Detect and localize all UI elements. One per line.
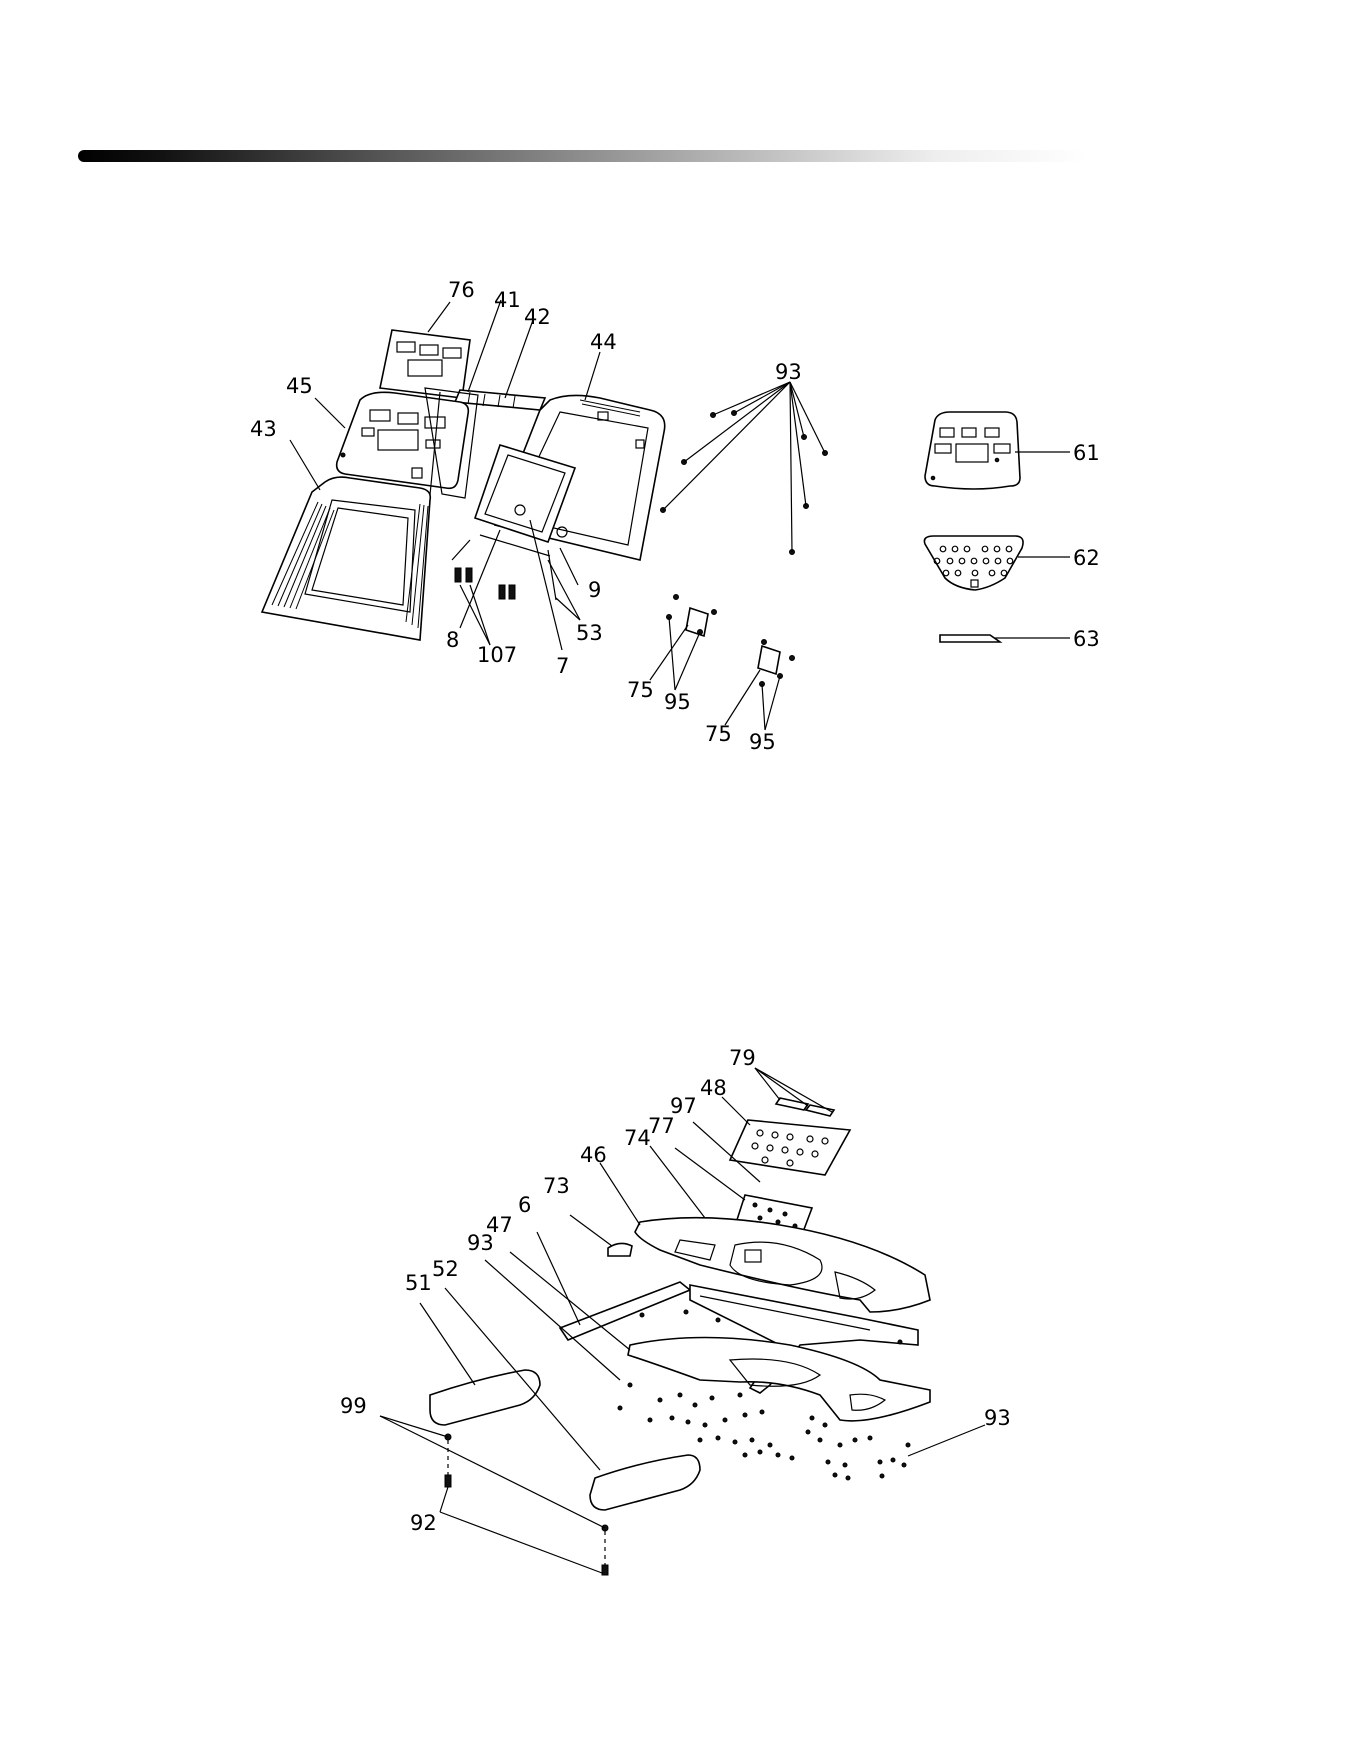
part-79-strips <box>776 1098 834 1116</box>
callout-95-b: 95 <box>749 730 776 754</box>
part-107-screws <box>455 568 515 599</box>
callout-7: 7 <box>556 654 569 678</box>
part-47-lower-shell <box>628 1338 930 1421</box>
callout-107: 107 <box>477 643 517 667</box>
part-99-92-fasteners <box>445 1434 608 1575</box>
callout-63: 63 <box>1073 627 1100 651</box>
callout-93-upper: 93 <box>775 360 802 384</box>
part-61-overlay <box>925 412 1070 489</box>
callout-76: 76 <box>448 278 475 302</box>
part-63-strip <box>940 635 1070 642</box>
callout-79: 79 <box>729 1046 756 1070</box>
callout-52: 52 <box>432 1257 459 1281</box>
part-7-inner-frame <box>452 445 575 560</box>
callout-46: 46 <box>580 1143 607 1167</box>
callout-74: 74 <box>624 1126 651 1150</box>
callout-51: 51 <box>405 1271 432 1295</box>
console-lower-assembly <box>380 1068 985 1575</box>
part-41-42-bracket <box>455 390 545 410</box>
part-48-panel <box>730 1120 850 1175</box>
console-upper-assembly <box>262 300 828 730</box>
callout-93-left: 93 <box>467 1231 494 1255</box>
right-side-parts <box>924 412 1070 642</box>
part-45-console-overlay <box>337 392 469 488</box>
callout-95-a: 95 <box>664 690 691 714</box>
callout-42: 42 <box>524 305 551 329</box>
part-53-rod <box>548 550 556 600</box>
callout-8: 8 <box>446 628 459 652</box>
callout-92: 92 <box>410 1511 437 1535</box>
callout-61: 61 <box>1073 441 1100 465</box>
callout-44: 44 <box>590 330 617 354</box>
callout-41: 41 <box>494 288 521 312</box>
callout-75-b: 75 <box>705 722 732 746</box>
leader-lines-lower <box>380 1068 985 1573</box>
callout-62: 62 <box>1073 546 1100 570</box>
callout-48: 48 <box>700 1076 727 1100</box>
part-51-end-cap <box>430 1370 540 1425</box>
callout-6: 6 <box>518 1193 531 1217</box>
part-43-front-cover <box>262 477 430 640</box>
callout-9: 9 <box>588 578 601 602</box>
callout-45: 45 <box>286 374 313 398</box>
callout-73: 73 <box>543 1174 570 1198</box>
callout-99: 99 <box>340 1394 367 1418</box>
part-75-bracket-a <box>667 595 717 637</box>
callout-75-a: 75 <box>627 678 654 702</box>
part-46-upper-shell <box>635 1218 930 1312</box>
callout-53: 53 <box>576 621 603 645</box>
part-52-end-cap <box>590 1455 700 1510</box>
callout-43: 43 <box>250 417 277 441</box>
callout-93-right: 93 <box>984 1406 1011 1430</box>
part-75-bracket-b <box>758 640 795 687</box>
callout-77: 77 <box>648 1114 675 1138</box>
part-62-keypad <box>924 536 1070 590</box>
